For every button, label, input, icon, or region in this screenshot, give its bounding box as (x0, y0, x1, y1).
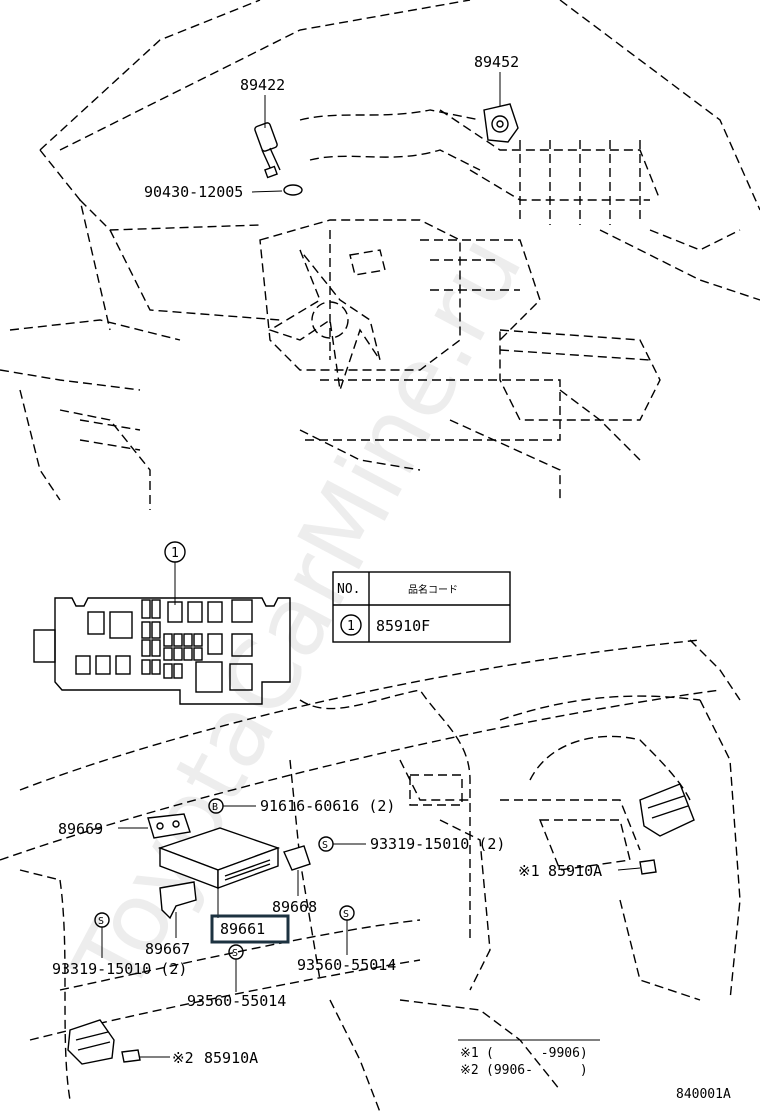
table-header-code: 品名コード (408, 583, 458, 596)
table-header-no: NO. (337, 582, 360, 597)
fuse-callout-number: 1 (171, 546, 179, 561)
ecu-89661-icon (157, 827, 281, 890)
part-code-table (332, 571, 511, 643)
bracket-89668-icon (283, 845, 311, 871)
leader-90430 (251, 190, 283, 193)
part-number-93319-15010-left: 93319-15010 (2) (52, 960, 187, 978)
highlight-box-89661 (210, 914, 290, 944)
part-number-89668: 89668 (272, 898, 317, 916)
part-number-89661: 89661 (220, 920, 265, 938)
diagram-code: 840001A (676, 1087, 731, 1102)
sensor-89452-icon (483, 103, 519, 143)
relay-mark-lower: ※2 (172, 1049, 194, 1067)
part-number-91616-60616: 91616-60616 (2) (260, 797, 395, 815)
bracket-89667-icon (159, 881, 197, 920)
part-number-89667: 89667 (145, 940, 190, 958)
part-number-89452: 89452 (474, 53, 519, 71)
part-number-85910a-right: 85910A (548, 862, 602, 880)
part-number-93560-55014-lower: 93560-55014 (187, 992, 286, 1010)
relay-85910a-lower-icon (67, 1019, 141, 1065)
part-number-89422: 89422 (240, 76, 285, 94)
table-row-no: 1 (347, 619, 355, 634)
gasket-icon (283, 184, 303, 196)
sensor-89422-icon (254, 122, 281, 179)
bracket-89669-icon (147, 813, 191, 839)
nut-symbol-s-right-letter: S (343, 909, 349, 920)
part-number-93560-55014-right: 93560-55014 (297, 956, 396, 974)
legend-row1-range: ( -9906) (486, 1046, 588, 1061)
bolt-symbol-b-letter: B (212, 802, 218, 813)
screw-symbol-s-right-letter: S (322, 840, 328, 851)
part-number-93319-15010-right: 93319-15010 (2) (370, 835, 505, 853)
legend-row2-range: (9906- ) (486, 1063, 588, 1078)
legend-row2-mark: ※2 (460, 1063, 479, 1078)
engine-bay-illustration (0, 0, 760, 510)
relay-mark-right: ※1 (518, 862, 540, 880)
nut-symbol-s-lower-letter: S (232, 948, 238, 959)
part-number-90430-12005: 90430-12005 (144, 183, 243, 201)
screw-symbol-s-left-letter: S (98, 916, 104, 927)
legend-row1-mark: ※1 (460, 1046, 479, 1061)
leader-85910a-right (617, 867, 641, 871)
table-row-code: 85910F (376, 617, 430, 635)
relay-85910a-right-icon (639, 783, 695, 875)
part-number-85910a-lower: 85910A (204, 1049, 258, 1067)
fuse-box-illustration (33, 597, 291, 705)
part-number-89669: 89669 (58, 820, 103, 838)
